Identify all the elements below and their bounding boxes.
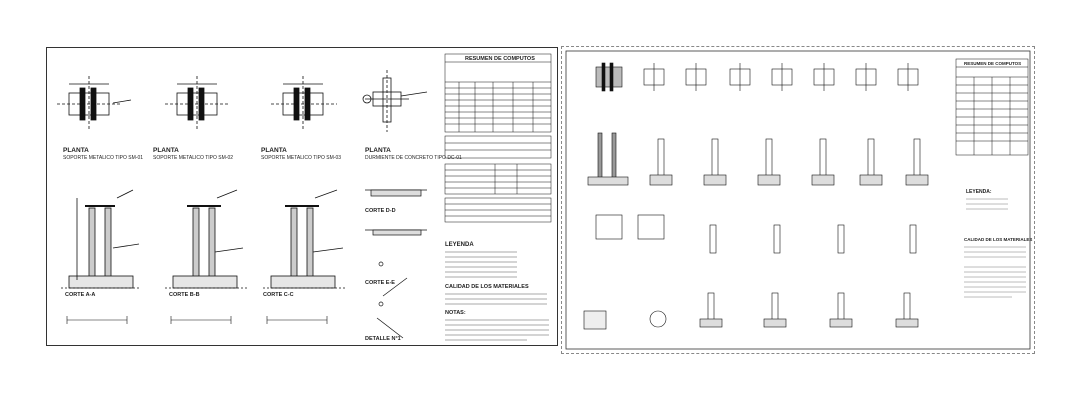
plan-subtitle-3: SOPORTE METALICO TIPO SM-03	[261, 155, 341, 161]
cut-label-d: CORTE D-D	[365, 208, 396, 214]
plan-view-3	[271, 76, 337, 130]
plan-subtitle-2: SOPORTE METALICO TIPO SM-02	[153, 155, 233, 161]
notes-lines-right	[964, 198, 1026, 298]
materials-lines	[445, 293, 547, 305]
section-view-3	[263, 189, 345, 289]
section-label-1: CORTE A-A	[65, 292, 95, 298]
materials-title-right: CALIDAD DE LOS MATERIALES	[964, 237, 1032, 242]
plan-subtitle-1: SOPORTE METALICO TIPO SM-01	[63, 155, 143, 161]
plan-row-right	[595, 62, 919, 92]
summary-title-right: RESUMEN DE COMPUTOS	[964, 61, 1021, 66]
elevation-strips	[66, 316, 328, 324]
cut-label-e: CORTE E-E	[365, 280, 395, 286]
bottom-details-right	[583, 214, 919, 330]
section-view-1	[61, 189, 141, 289]
legend-title-right: LEYENDA:	[966, 189, 992, 195]
plan-title-3: PLANTA	[261, 147, 287, 154]
legend-title: LEYENDA	[445, 242, 474, 248]
legend-lines	[445, 251, 517, 278]
drawing-sheet-right: RESUMEN DE COMPUTOS LEYENDA: CALIDAD DE …	[561, 46, 1035, 354]
drawing-canvas-left: PLANTA SOPORTE METALICO TIPO SM-01 PLANT…	[57, 53, 552, 342]
summary-title: RESUMEN DE COMPUTOS	[465, 56, 535, 62]
inner-frame	[565, 50, 1031, 350]
notes-title: NOTAS:	[445, 310, 466, 316]
plan-view-1	[57, 76, 132, 130]
cut-side-drawings	[365, 189, 427, 339]
summary-table-right	[955, 58, 1029, 156]
plan-title-1: PLANTA	[63, 147, 89, 154]
notes-lines	[445, 319, 549, 341]
plan-title-2: PLANTA	[153, 147, 179, 154]
plan-view-4	[362, 70, 428, 132]
materials-title: CALIDAD DE LOS MATERIALES	[445, 284, 529, 290]
section-view-2	[165, 189, 247, 289]
section-label-3: CORTE C-C	[263, 292, 294, 298]
section-label-2: CORTE B-B	[169, 292, 200, 298]
plan-view-2	[165, 76, 229, 130]
drawing-canvas-right: RESUMEN DE COMPUTOS LEYENDA: CALIDAD DE …	[565, 50, 1032, 350]
summary-table	[444, 53, 552, 223]
column-sections-right	[587, 132, 929, 186]
plan-subtitle-4: DURMIENTE DE CONCRETO TIPO DC-01	[365, 155, 462, 161]
detail-label: DETALLE N°1	[365, 336, 401, 342]
drawing-sheet-left: PLANTA SOPORTE METALICO TIPO SM-01 PLANT…	[46, 47, 558, 346]
plan-title-4: PLANTA	[365, 147, 391, 154]
